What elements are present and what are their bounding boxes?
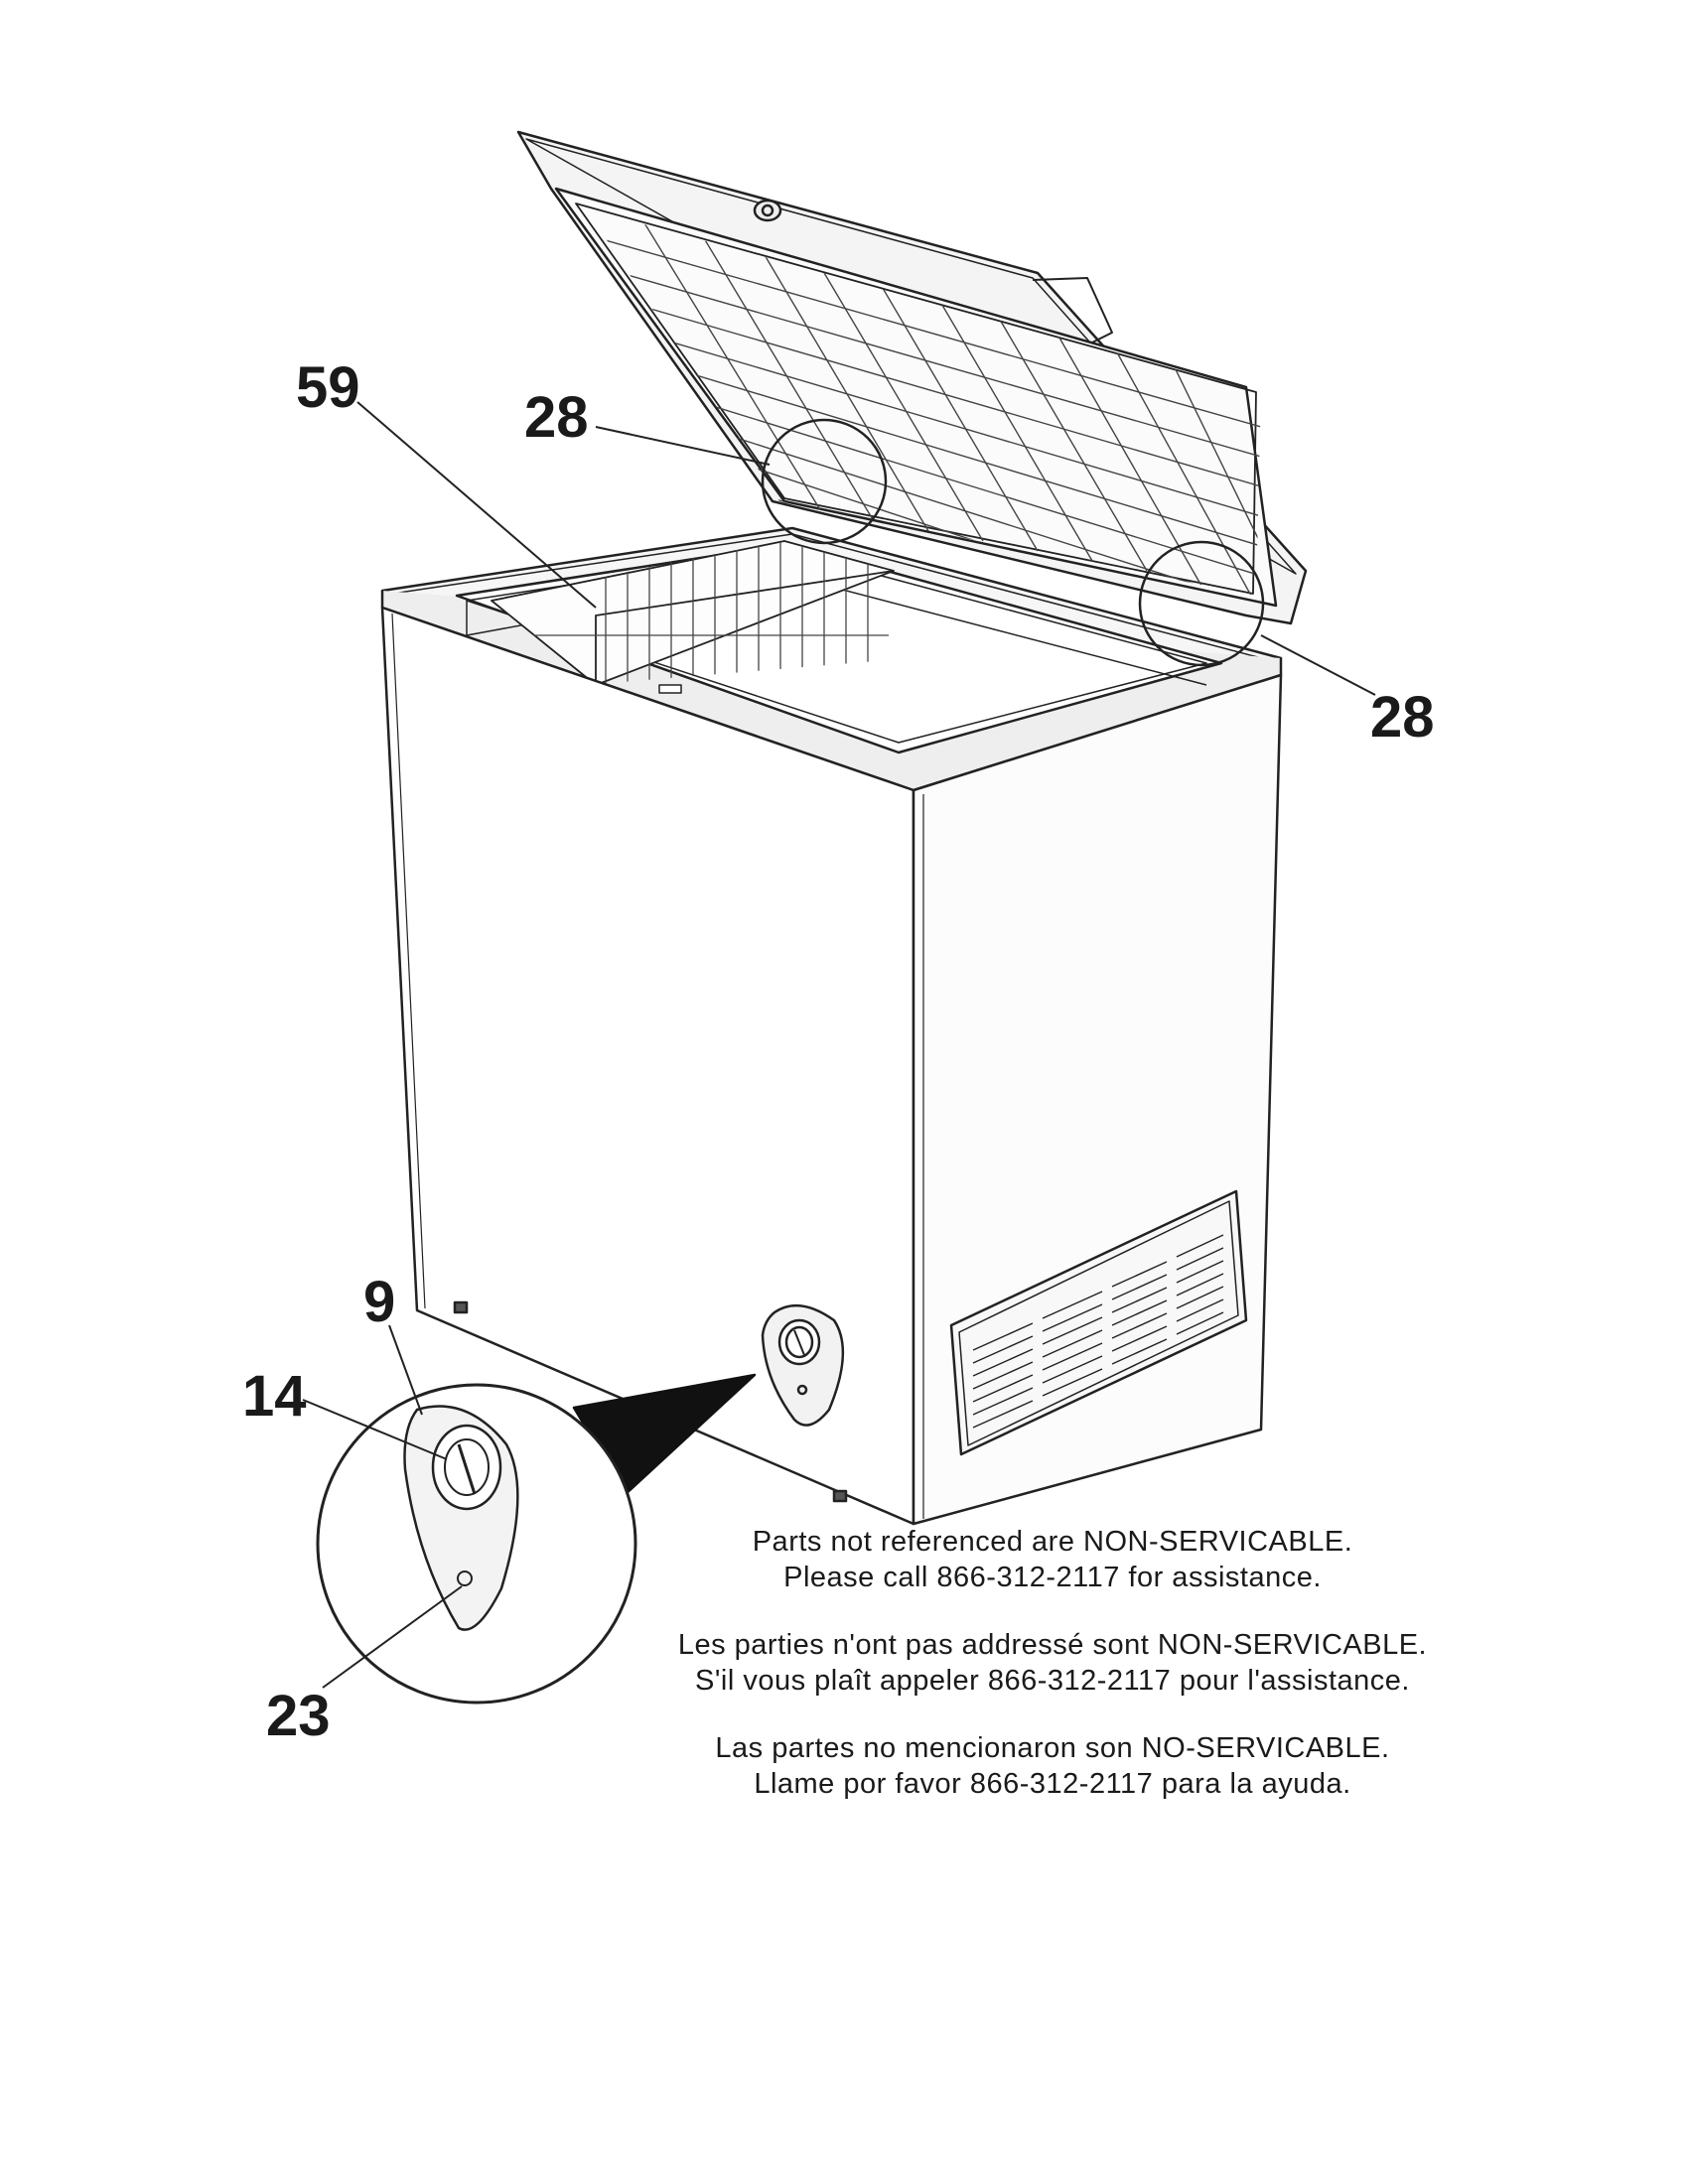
note-english-line2: Please call 866-312-2117 for assistance.	[783, 1562, 1322, 1593]
leader-59	[356, 401, 597, 609]
thermostat-housing	[761, 1303, 845, 1427]
callout-28-right: 28	[1370, 685, 1435, 750]
note-spanish: Las partes no mencionaron son NO-SERVICA…	[556, 1730, 1549, 1802]
detail-circle-hinge-left	[761, 418, 888, 545]
vent-grille	[949, 1189, 1248, 1456]
freezer-lid	[516, 130, 1308, 625]
service-notes: Parts not referenced are NON-SERVICABLE.…	[556, 1524, 1549, 1834]
callout-23: 23	[266, 1684, 331, 1748]
leader-28-top	[595, 426, 771, 466]
leader-lines	[302, 401, 1376, 1689]
callout-59: 59	[296, 355, 360, 420]
note-english-line1: Parts not referenced are NON-SERVICABLE.	[752, 1526, 1353, 1558]
callout-28-top: 28	[524, 385, 589, 450]
leader-14	[302, 1399, 448, 1460]
basket	[491, 540, 895, 686]
thermostat-detail-magnified	[316, 1383, 637, 1705]
note-spanish-line1: Las partes no mencionaron son NO-SERVICA…	[715, 1732, 1390, 1764]
detail-circle-hinge-right	[1138, 540, 1265, 667]
callout-14: 14	[242, 1364, 307, 1429]
leader-28-right	[1260, 634, 1376, 696]
leader-9	[388, 1324, 423, 1416]
note-french-line2: S'il vous plaît appeler 866-312-2117 pou…	[695, 1665, 1410, 1697]
note-french: Les parties n'ont pas addressé sont NON-…	[556, 1627, 1549, 1699]
note-french-line1: Les parties n'ont pas addressé sont NON-…	[677, 1629, 1428, 1661]
leader-23	[322, 1585, 463, 1689]
callout-9: 9	[363, 1270, 396, 1334]
note-english: Parts not referenced are NON-SERVICABLE.…	[556, 1524, 1549, 1595]
note-spanish-line2: Llame por favor 866-312-2117 para la ayu…	[754, 1768, 1351, 1800]
